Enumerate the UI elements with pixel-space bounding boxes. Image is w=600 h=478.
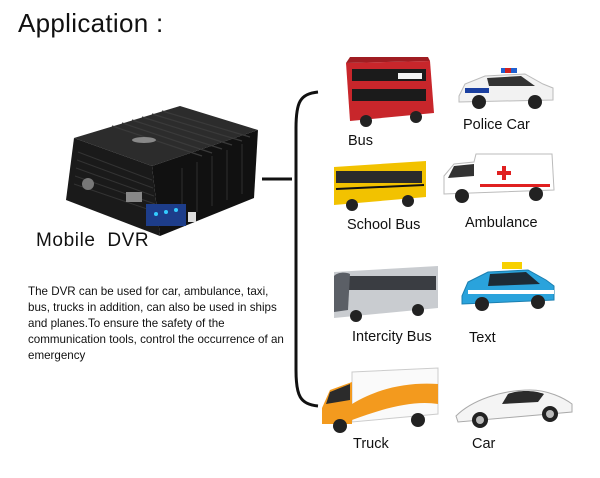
vehicle-label-taxi: Text [469, 330, 496, 346]
vehicle-label-car: Car [472, 436, 496, 452]
device-description: The DVR can be used for car, ambulance, … [28, 285, 284, 362]
sports-car-icon [455, 389, 573, 428]
taxi-icon [461, 262, 555, 311]
police-car-icon [458, 68, 554, 109]
dvr-device-icon [66, 106, 258, 236]
page-title: Application : [18, 8, 164, 38]
vehicle-label-truck: Truck [353, 436, 389, 452]
vehicle-label-bus: Bus [348, 133, 373, 149]
connector-bracket [262, 90, 319, 408]
coach-bus-icon [334, 266, 438, 322]
ambulance-icon [443, 153, 555, 203]
double-decker-bus-icon [346, 57, 434, 127]
vehicle-label-police-car: Police Car [463, 117, 530, 133]
van-truck-icon [322, 367, 439, 433]
school-bus-icon [334, 161, 426, 211]
vehicle-label-school-bus: School Bus [347, 217, 421, 233]
vehicle-label-intercity-bus: Intercity Bus [352, 329, 432, 345]
device-name: Mobile DVR [36, 230, 150, 251]
vehicle-label-ambulance: Ambulance [465, 215, 538, 231]
